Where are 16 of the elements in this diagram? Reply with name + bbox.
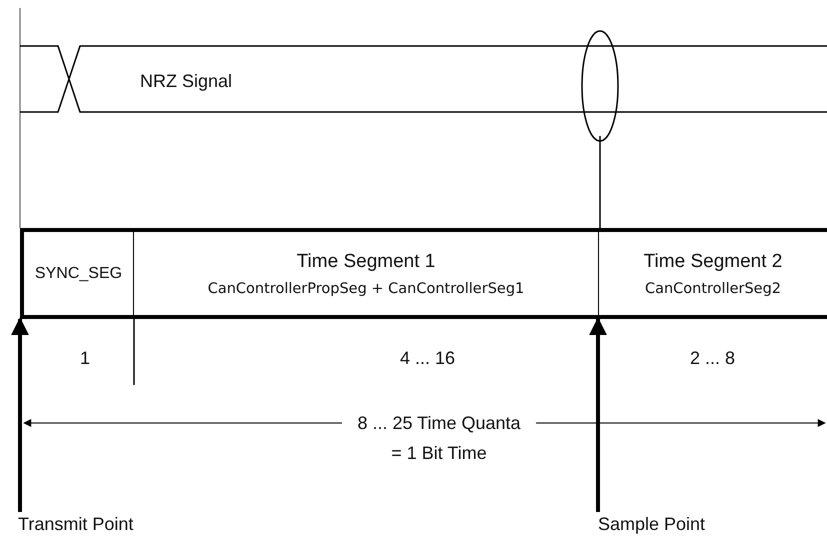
segment-parameter: CanControllerSeg2: [644, 280, 782, 296]
arrow: [11, 317, 29, 512]
label: 2 ... 8: [690, 347, 736, 370]
segment-title: SYNC_SEG: [34, 264, 122, 282]
time-segment: [133, 228, 598, 319]
segment-parameter: CanControllerPropSeg + CanControllerSeg1: [208, 280, 524, 296]
point-label: Sample Point: [598, 514, 706, 535]
label: 4 ... 16: [400, 347, 456, 370]
label: 1: [80, 347, 90, 370]
time-segment: [598, 228, 827, 319]
segment-title: Time Segment 2: [644, 250, 782, 272]
segment-title: Time Segment 1: [296, 250, 436, 272]
label: NRZ Signal: [140, 70, 232, 93]
point-label: Transmit Point: [18, 514, 134, 535]
arrow: [589, 317, 607, 512]
time-segment: [20, 228, 133, 319]
